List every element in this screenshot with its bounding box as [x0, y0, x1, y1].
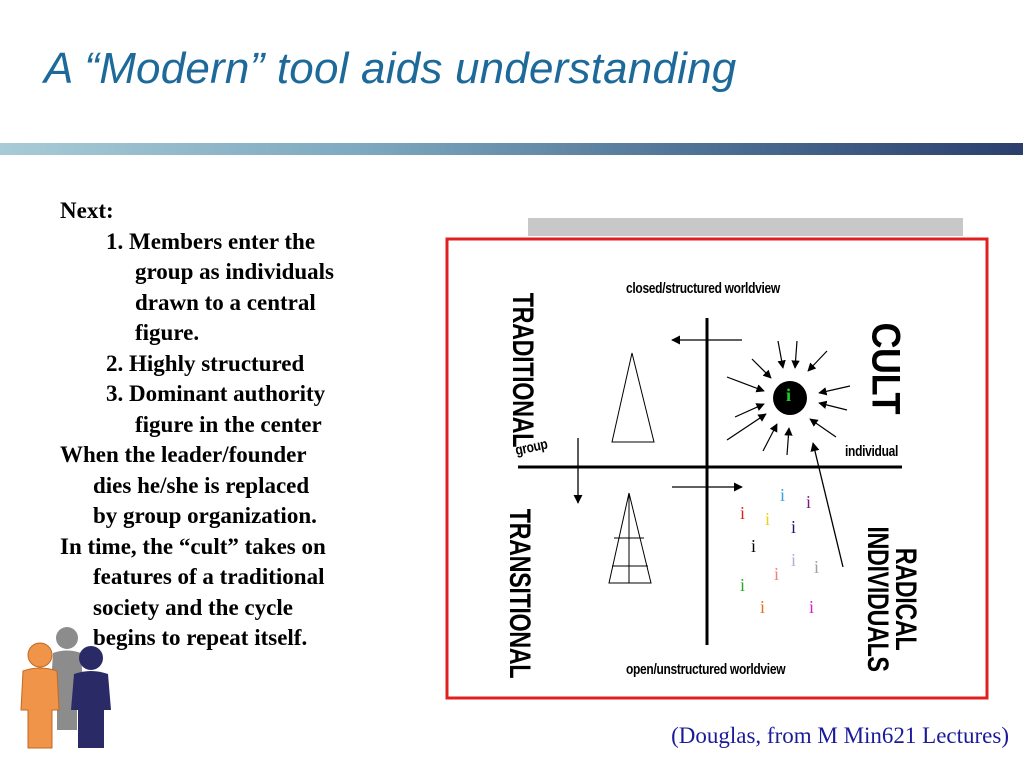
- paragraph-line: features of a traditional: [93, 564, 325, 589]
- individual-mark: i: [751, 536, 757, 556]
- central-figure-dot: [773, 381, 807, 415]
- paragraph-line: by group organization.: [93, 503, 317, 528]
- individual-mark: i: [791, 517, 797, 537]
- individual-mark: i: [791, 550, 797, 570]
- arrow-to-cult: [810, 442, 844, 568]
- central-figure-mark: i: [786, 385, 792, 405]
- right-axis-label: individual: [845, 442, 899, 460]
- frame-shadow: [528, 218, 963, 236]
- list-item-continuation: drawn to a central: [135, 289, 316, 315]
- individual-mark: i: [809, 597, 815, 617]
- individual-mark: i: [740, 503, 746, 523]
- title-divider-bar: [0, 143, 1023, 155]
- list-item-continuation: figure in the center: [135, 411, 322, 437]
- individual-mark: i: [760, 597, 766, 617]
- bullet-text-block: Next: 1. Members enter the group as indi…: [60, 196, 410, 654]
- paragraph-line: In time, the “cult” takes on: [60, 533, 326, 559]
- next-heading: Next:: [60, 198, 114, 223]
- bottom-axis-label: open/unstructured worldview: [626, 660, 786, 678]
- individual-mark: i: [814, 557, 820, 577]
- paragraph-line: When the leader/founder: [60, 442, 307, 467]
- list-item-continuation: group as individuals: [135, 259, 335, 284]
- individual-mark: i: [740, 575, 746, 595]
- slide-title: A “Modern” tool aids understanding: [44, 44, 737, 93]
- list-item-continuation: figure.: [135, 320, 200, 345]
- top-axis-label: closed/structured worldview: [626, 279, 780, 297]
- individual-mark: i: [765, 509, 771, 529]
- quadrant-traditional-label: TRADITIONAL: [506, 292, 539, 447]
- quadrant-transitional-label: TRANSITIONAL: [503, 508, 536, 679]
- traditional-triangle: [611, 352, 655, 443]
- transitional-triangle: [608, 492, 652, 584]
- quadrant-cult-label: CULT: [863, 322, 908, 415]
- source-citation: (Douglas, from M Min621 Lectures): [671, 723, 1009, 748]
- list-item: 1. Members enter the: [106, 228, 316, 254]
- paragraph-line: begins to repeat itself.: [93, 625, 308, 650]
- people-icon: [20, 627, 111, 749]
- quadrant-individuals-label: INDIVIDUALS: [861, 526, 894, 672]
- converging-arrows: [726, 340, 851, 456]
- individual-mark: i: [780, 485, 786, 505]
- paragraph-line: society and the cycle: [93, 594, 293, 620]
- list-item: 2. Highly structured: [106, 350, 305, 376]
- individual-mark: i: [806, 492, 812, 512]
- individual-mark: i: [774, 564, 780, 584]
- paragraph-line: dies he/she is replaced: [93, 472, 310, 498]
- list-item: 3. Dominant authority: [106, 381, 326, 406]
